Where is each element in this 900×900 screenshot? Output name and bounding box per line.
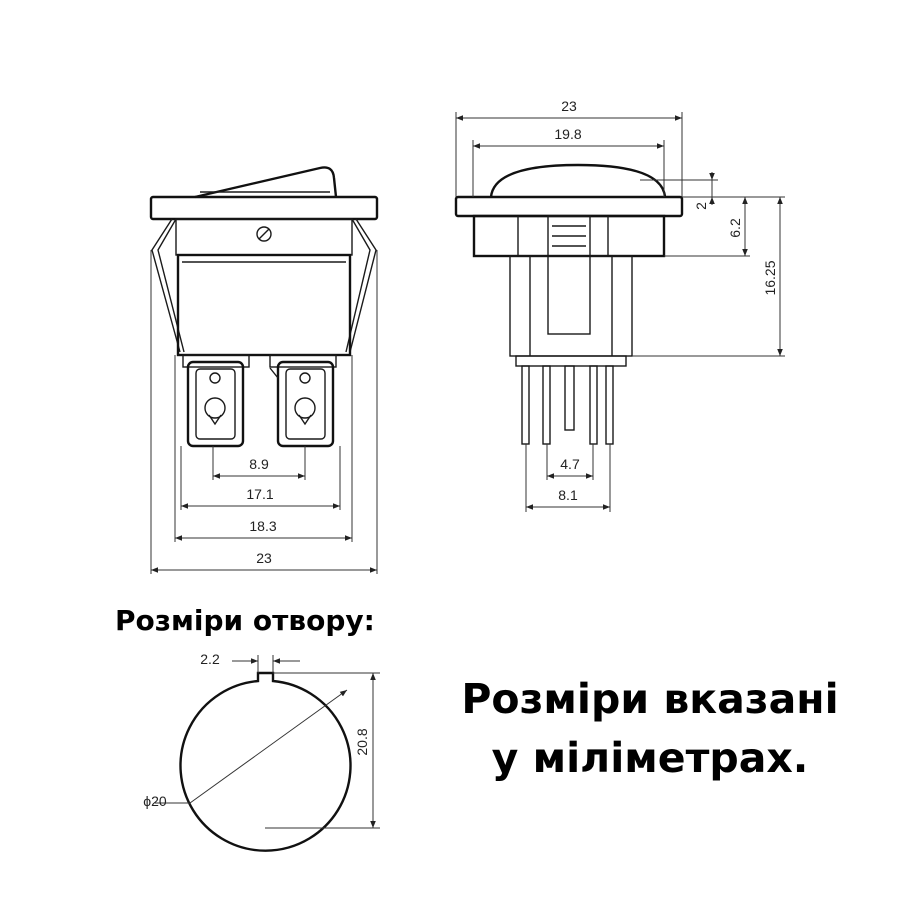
left-clip [151, 218, 181, 353]
dim-body: 18.3 [249, 518, 276, 534]
front-view [149, 166, 379, 448]
dim-diameter: ϕ20 [143, 793, 167, 809]
dim-contacts: 8.9 [249, 456, 269, 472]
dim-pin-inner: 4.7 [560, 456, 580, 472]
front-body-top [175, 218, 353, 256]
dim-notch: 2.2 [200, 651, 220, 667]
pin-1 [521, 365, 530, 445]
center-stem [547, 215, 591, 335]
dim-height: 20.8 [354, 728, 370, 755]
dim-cap: 19.8 [554, 126, 581, 142]
dim-cap-height: 2 [693, 202, 709, 210]
dim-inner: 17.1 [246, 486, 273, 502]
pin-center [564, 365, 575, 431]
pin-3 [589, 365, 598, 445]
dim-width-side: 23 [561, 98, 577, 114]
dome-cap [489, 163, 667, 198]
side-body [509, 255, 633, 357]
side-dimensions: 23 19.8 2 6.2 16.25 4.7 8.1 [455, 98, 785, 512]
side-view [454, 163, 684, 445]
side-flange [454, 195, 684, 218]
front-body [176, 253, 352, 357]
hole-drawing: 2.2 20.8 ϕ20 [143, 651, 380, 852]
front-dimensions: 8.9 17.1 18.3 23 [150, 250, 378, 574]
dim-pin-outer: 8.1 [558, 487, 578, 503]
pin-4 [605, 365, 614, 445]
front-flange [149, 195, 379, 221]
hole-title: Розміри отвору: [115, 604, 375, 637]
dim-flange: 6.2 [727, 218, 743, 238]
dim-total: 16.25 [762, 260, 778, 295]
units-note: Розміри вказані у міліметрах. [420, 670, 880, 789]
units-note-line1: Розміри вказані [461, 675, 839, 723]
rocker-button [194, 166, 338, 199]
units-note-line2: у міліметрах. [491, 734, 809, 783]
right-clip [349, 218, 377, 353]
hole-outline [179, 671, 352, 852]
dim-width-front: 23 [256, 550, 272, 566]
terminal-left [186, 360, 245, 448]
screw-mark [256, 226, 272, 242]
pin-2 [542, 365, 551, 445]
